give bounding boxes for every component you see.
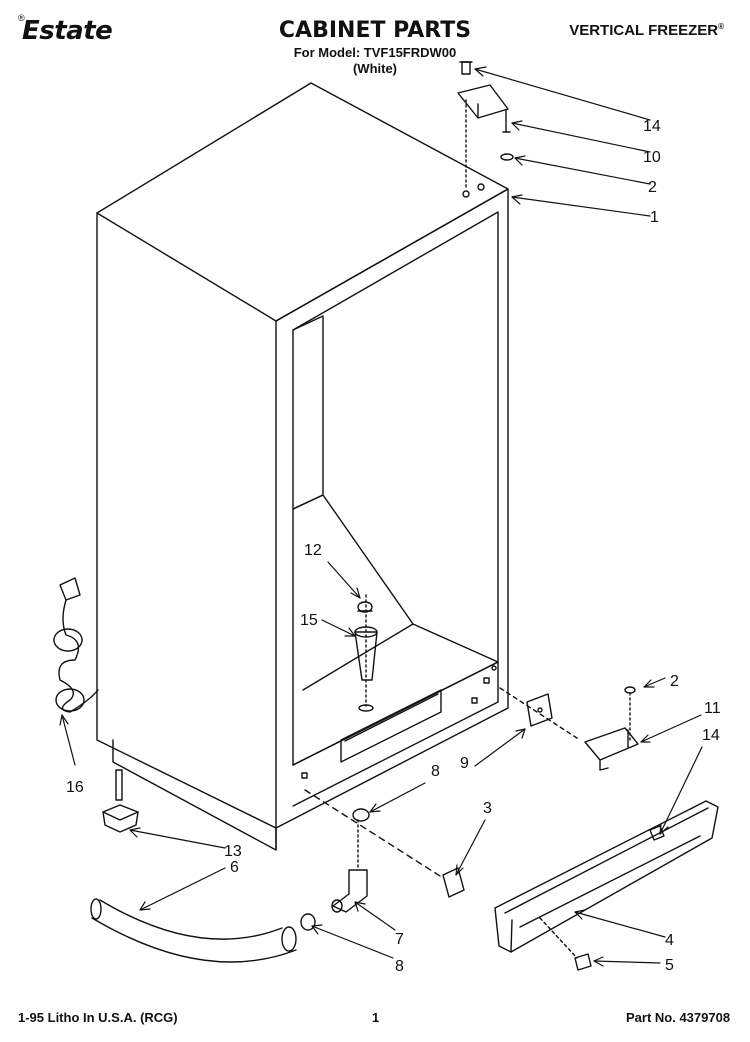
callout-13: 13: [224, 843, 242, 860]
cabinet-body: [96, 82, 509, 851]
toe-grille: [494, 800, 719, 971]
product-type: VERTICAL FREEZER®: [569, 22, 724, 39]
callout-3: 3: [483, 800, 492, 817]
leader-lines: [59, 66, 703, 967]
top-hinge-assembly: [457, 61, 514, 191]
callout-1: 1: [650, 209, 659, 226]
brand-logo: Estate: [22, 16, 113, 46]
callout-12: 12: [304, 542, 322, 559]
callout-14-top: 14: [643, 118, 661, 135]
callout-9: 9: [460, 755, 469, 772]
page-title: CABINET PARTS: [278, 18, 472, 43]
model-line: For Model: TVF15FRDW00: [293, 45, 457, 60]
page-number: 1: [372, 1010, 380, 1025]
toe-grille-bracket: [304, 789, 465, 898]
callout-8-upper: 8: [431, 763, 440, 780]
brand-registered-mark: ®: [18, 13, 25, 23]
callout-8-lower: 8: [395, 958, 404, 975]
lower-hinge-assembly: [499, 686, 665, 841]
callout-2-lower: 2: [670, 673, 679, 690]
part-number: Part No. 4379708: [626, 1010, 731, 1025]
callout-numbers: 14 10 2 1 12 15 16 2 11 14 8 9 3 13 6 7 …: [66, 118, 721, 975]
callout-14-lower: 14: [702, 727, 720, 744]
callout-10: 10: [643, 149, 661, 166]
callout-6: 6: [230, 859, 239, 876]
power-cord: [53, 577, 99, 713]
callout-11: 11: [704, 700, 721, 717]
product-type-mark: ®: [718, 22, 724, 31]
callout-4: 4: [665, 932, 674, 949]
drain-tube-assembly: [354, 594, 378, 712]
print-line: 1-95 Litho In U.S.A. (RCG): [18, 1010, 178, 1025]
callout-16: 16: [66, 779, 84, 796]
callout-7: 7: [395, 931, 404, 948]
callout-15: 15: [300, 612, 318, 629]
callout-5: 5: [665, 957, 674, 974]
drain-hose: [90, 808, 370, 963]
leveling-leg: [102, 769, 139, 833]
color-line: (White): [352, 61, 398, 76]
callout-2-top: 2: [648, 179, 657, 196]
